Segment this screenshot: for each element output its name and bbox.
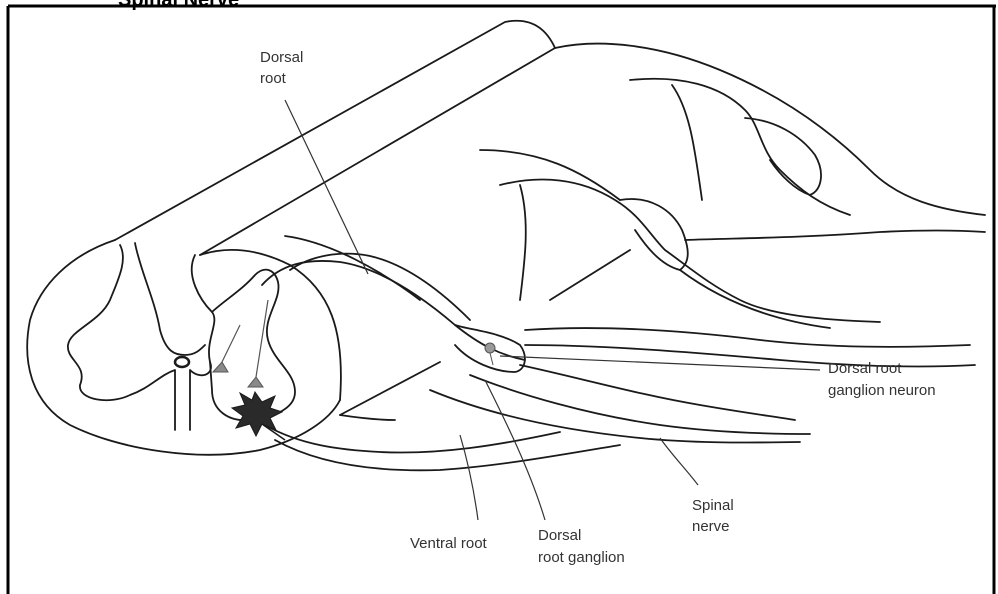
dorsal-root-ganglion-neuron-cell	[485, 343, 495, 365]
leader-ganglion-neuron	[500, 356, 820, 370]
leader-dorsal-root	[285, 100, 368, 274]
interneuron-right	[248, 300, 268, 387]
label-dorsal-root-line2: root	[260, 70, 287, 87]
leader-spinal-nerve	[660, 438, 698, 485]
figure-frame	[8, 6, 996, 594]
label-dorsal-root-ganglion-line2: root ganglion	[538, 549, 625, 566]
interneuron-left	[213, 325, 240, 372]
label-spinal-nerve-line1: Spinal	[692, 497, 734, 514]
label-dorsal-root-ganglion-line1: Dorsal	[538, 527, 581, 544]
dorsal-root-fibers	[262, 236, 525, 360]
section-lines	[340, 362, 440, 420]
label-dorsal-root-line1: Dorsal	[260, 49, 303, 66]
leader-dorsal-root-ganglion	[485, 380, 545, 520]
upper-nerve-branches	[480, 79, 985, 328]
label-ventral-root: Ventral root	[410, 535, 488, 552]
ventral-root-fibers	[265, 425, 620, 470]
central-canal	[175, 357, 189, 367]
label-ganglion-neuron-line2: ganglion neuron	[828, 382, 936, 399]
label-ganglion-neuron-line1: Dorsal root	[828, 360, 902, 377]
label-spinal-nerve-line2: nerve	[692, 518, 730, 535]
motor-neuron	[232, 392, 285, 440]
